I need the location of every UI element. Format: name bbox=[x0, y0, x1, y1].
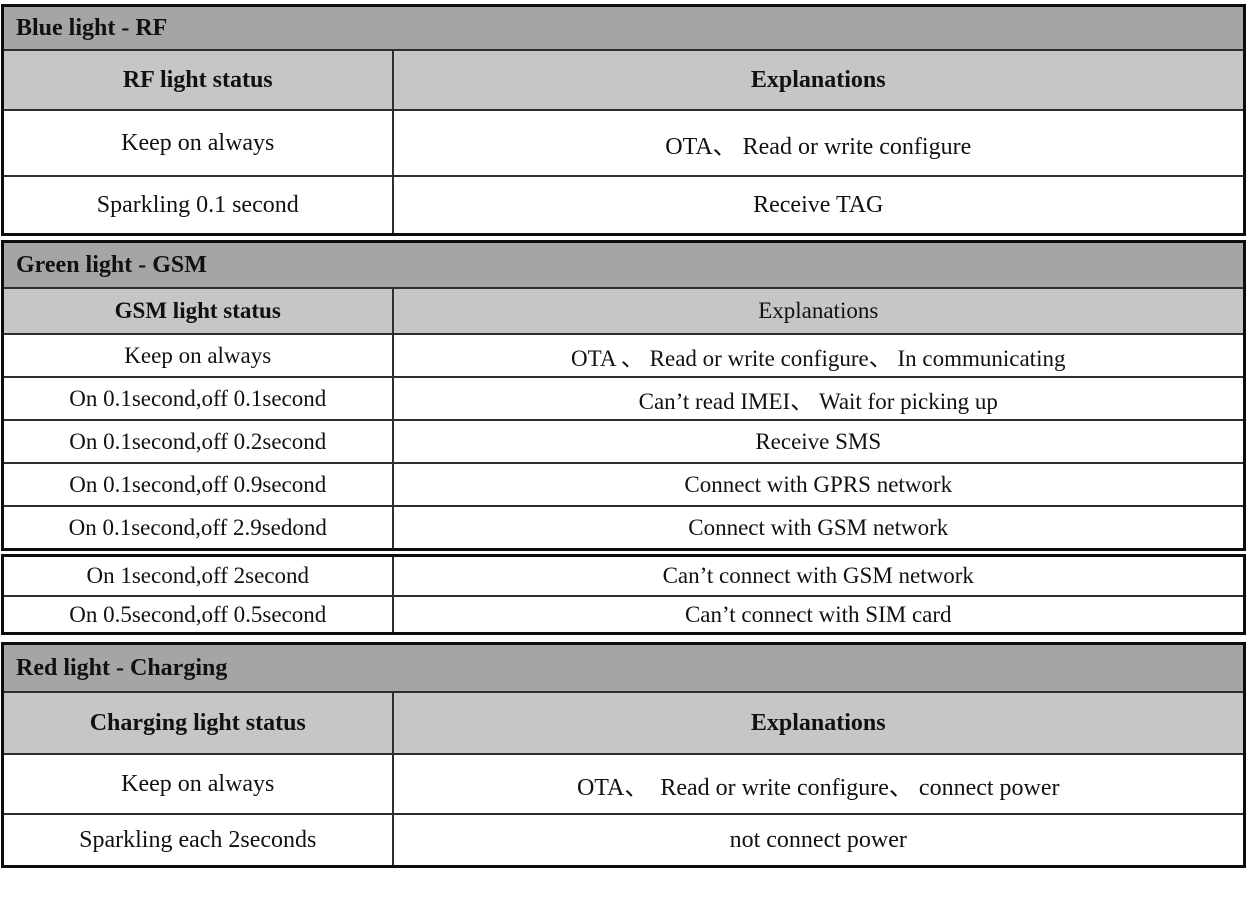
table-row: RF light status Explanations bbox=[1, 49, 1246, 111]
table-row: Blue light - RF bbox=[1, 4, 1246, 51]
charging-section-title: Red light - Charging bbox=[1, 642, 1246, 693]
explanation-cell: OTA、 Read or write configure、 connect po… bbox=[391, 753, 1246, 815]
led-status-document: Blue light - RF RF light status Explanat… bbox=[1, 4, 1246, 868]
explanation-cell: Can’t connect with SIM card bbox=[391, 595, 1246, 635]
table-row: GSM light status Explanations bbox=[1, 287, 1246, 335]
table-row: On 0.5second,off 0.5second Can’t connect… bbox=[1, 595, 1246, 635]
explanation-cell: Can’t connect with GSM network bbox=[391, 554, 1246, 597]
rf-explanations-header: Explanations bbox=[391, 49, 1246, 111]
table-row: On 1second,off 2second Can’t connect wit… bbox=[1, 554, 1246, 597]
table-row: Keep on always OTA、 Read or write config… bbox=[1, 109, 1246, 177]
table-row: On 0.1second,off 0.2second Receive SMS bbox=[1, 419, 1246, 464]
status-cell: Sparkling 0.1 second bbox=[1, 175, 394, 236]
status-cell: On 0.5second,off 0.5second bbox=[1, 595, 394, 635]
gsm-section-table: Green light - GSM GSM light status Expla… bbox=[1, 240, 1246, 551]
table-row: On 0.1second,off 2.9sedond Connect with … bbox=[1, 505, 1246, 551]
explanation-cell: not connect power bbox=[391, 813, 1246, 868]
gsm-section-table-continued: On 1second,off 2second Can’t connect wit… bbox=[1, 554, 1246, 635]
status-cell: On 0.1second,off 0.2second bbox=[1, 419, 394, 464]
status-cell: On 0.1second,off 0.9second bbox=[1, 462, 394, 507]
explanation-cell: Receive SMS bbox=[391, 419, 1246, 464]
table-row: Charging light status Explanations bbox=[1, 691, 1246, 755]
table-row: Keep on always OTA 、 Read or write confi… bbox=[1, 333, 1246, 378]
table-row: On 0.1second,off 0.9second Connect with … bbox=[1, 462, 1246, 507]
status-cell: Keep on always bbox=[1, 333, 394, 378]
gsm-explanations-header: Explanations bbox=[391, 287, 1246, 335]
explanation-cell: Receive TAG bbox=[391, 175, 1246, 236]
charging-section-table: Red light - Charging Charging light stat… bbox=[1, 642, 1246, 868]
table-row: Green light - GSM bbox=[1, 240, 1246, 289]
charging-explanations-header: Explanations bbox=[391, 691, 1246, 755]
explanation-cell: OTA、 Read or write configure bbox=[391, 109, 1246, 177]
status-cell: On 1second,off 2second bbox=[1, 554, 394, 597]
status-cell: On 0.1second,off 2.9sedond bbox=[1, 505, 394, 551]
rf-section-title: Blue light - RF bbox=[1, 4, 1246, 51]
status-cell: Keep on always bbox=[1, 109, 394, 177]
rf-section-table: Blue light - RF RF light status Explanat… bbox=[1, 4, 1246, 236]
table-row: Keep on always OTA、 Read or write config… bbox=[1, 753, 1246, 815]
explanation-cell: Connect with GPRS network bbox=[391, 462, 1246, 507]
gsm-status-header: GSM light status bbox=[1, 287, 394, 335]
table-row: Red light - Charging bbox=[1, 642, 1246, 693]
table-row: Sparkling each 2seconds not connect powe… bbox=[1, 813, 1246, 868]
gsm-section-title: Green light - GSM bbox=[1, 240, 1246, 289]
status-cell: Keep on always bbox=[1, 753, 394, 815]
rf-status-header: RF light status bbox=[1, 49, 394, 111]
explanation-cell: OTA 、 Read or write configure、 In commun… bbox=[391, 333, 1246, 378]
table-row: On 0.1second,off 0.1second Can’t read IM… bbox=[1, 376, 1246, 421]
status-cell: Sparkling each 2seconds bbox=[1, 813, 394, 868]
charging-status-header: Charging light status bbox=[1, 691, 394, 755]
explanation-cell: Can’t read IMEI、 Wait for picking up bbox=[391, 376, 1246, 421]
status-cell: On 0.1second,off 0.1second bbox=[1, 376, 394, 421]
table-row: Sparkling 0.1 second Receive TAG bbox=[1, 175, 1246, 236]
explanation-cell: Connect with GSM network bbox=[391, 505, 1246, 551]
